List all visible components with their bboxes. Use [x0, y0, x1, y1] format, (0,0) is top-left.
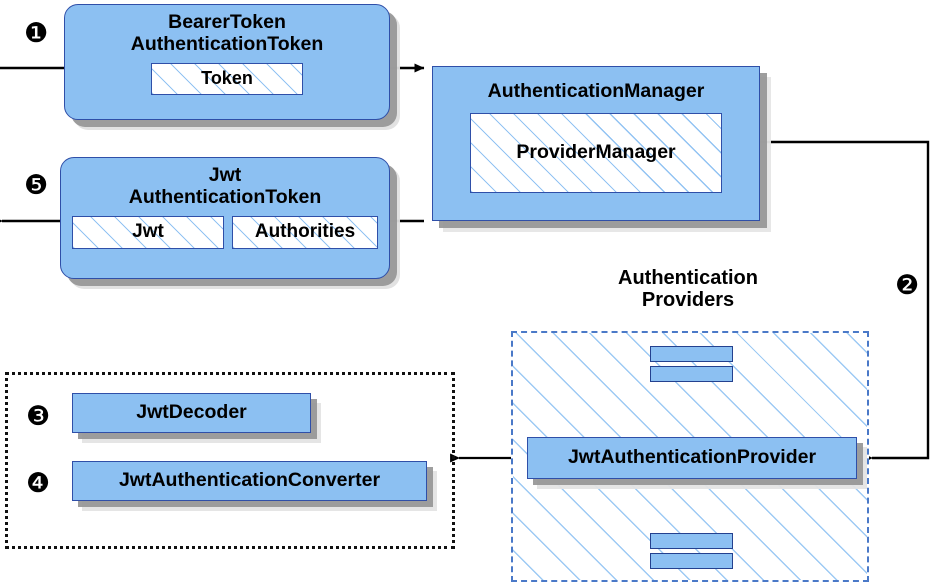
provider-placeholder-bar-top-2	[650, 366, 733, 382]
step-marker-5: ❺	[24, 170, 49, 200]
jwt-token-title-line1: Jwt	[208, 164, 242, 186]
provider-manager-label: ProviderManager	[516, 141, 676, 164]
step-marker-1: ❶	[24, 18, 49, 48]
authorities-chip-label: Authorities	[254, 221, 356, 243]
step-marker-2: ❷	[895, 270, 920, 300]
token-chip[interactable]: Token	[151, 62, 303, 95]
jwt-authentication-converter-label: JwtAuthenticationConverter	[118, 469, 381, 492]
provider-placeholder-bar-bottom-1	[650, 533, 733, 549]
jwt-token-title-line2: AuthenticationToken	[128, 185, 322, 208]
bearer-token-authentication-token-card[interactable]: BearerToken AuthenticationToken Token	[64, 4, 390, 120]
authentication-manager-box[interactable]: AuthenticationManager ProviderManager	[432, 66, 760, 221]
provider-placeholder-bar-bottom-2	[650, 553, 733, 569]
provider-manager-chip[interactable]: ProviderManager	[470, 112, 722, 193]
provider-placeholder-bar-top-1	[650, 346, 733, 362]
jwt-chip-label: Jwt	[132, 221, 164, 243]
bearer-token-title-line2: AuthenticationToken	[130, 32, 324, 55]
jwt-decoder-label: JwtDecoder	[136, 401, 247, 424]
jwt-decoder-box[interactable]: JwtDecoder	[72, 393, 311, 433]
bearer-token-title-line1: BearerToken	[168, 11, 286, 33]
step-marker-3: ❸	[26, 401, 51, 431]
jwt-authentication-provider-label: JwtAuthenticationProvider	[567, 446, 817, 469]
authentication-manager-title: AuthenticationManager	[487, 80, 705, 102]
step-marker-4: ❹	[26, 468, 51, 498]
authentication-providers-label: Authentication Providers	[576, 267, 800, 311]
jwt-authentication-token-card[interactable]: Jwt AuthenticationToken Jwt Authorities	[60, 157, 390, 279]
jwt-authentication-provider-box[interactable]: JwtAuthenticationProvider	[527, 437, 857, 479]
jwt-chip[interactable]: Jwt	[72, 215, 224, 249]
providers-label-line1: Authentication	[618, 267, 758, 289]
providers-label-line2: Providers	[641, 289, 735, 311]
jwt-authentication-converter-box[interactable]: JwtAuthenticationConverter	[72, 461, 427, 501]
authorities-chip[interactable]: Authorities	[232, 215, 378, 249]
token-chip-label: Token	[201, 68, 253, 89]
arrow-authmanager-to-provider	[760, 140, 930, 463]
